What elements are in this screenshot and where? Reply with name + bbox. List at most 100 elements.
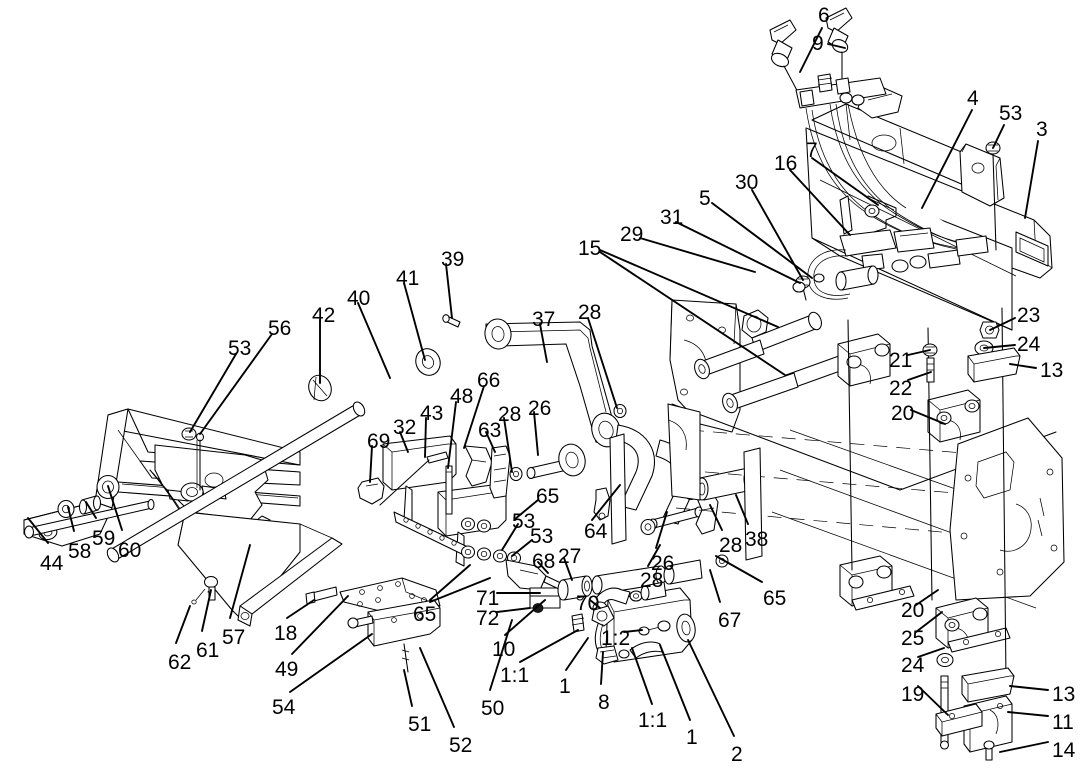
- leader-line-53: [501, 523, 519, 551]
- callout-28: 28: [498, 403, 522, 426]
- callout-66: 66: [477, 369, 501, 392]
- callout-21: 21: [889, 349, 913, 372]
- center-parts-cluster: [357, 435, 757, 613]
- callout-20: 20: [891, 402, 915, 425]
- callout-4: 4: [967, 87, 979, 110]
- leader-line-11: [1007, 711, 1049, 717]
- callout-20: 20: [901, 599, 925, 622]
- leader-line-54: [289, 633, 373, 693]
- leader-line-15: [599, 249, 779, 328]
- callout-68: 68: [532, 550, 556, 573]
- leader-line-59: [85, 501, 97, 519]
- leader-line-60: [107, 485, 123, 531]
- leader-line-53: [992, 124, 1005, 149]
- leader-line-19: [917, 685, 949, 716]
- callout-49: 49: [275, 658, 299, 681]
- leader-line-22: [907, 371, 932, 381]
- leader-line-9: [827, 43, 846, 49]
- leader-line-32: [399, 431, 409, 453]
- callout-53: 53: [999, 102, 1023, 125]
- callout-44: 44: [40, 552, 64, 575]
- leader-line-26: [655, 511, 668, 549]
- callout-69: 69: [367, 430, 391, 453]
- leader-line-51: [403, 669, 413, 707]
- leader-line-5: [711, 202, 813, 279]
- leader-line-38: [735, 494, 749, 525]
- callout-25: 25: [901, 627, 925, 650]
- callout-1-1: 1:1: [500, 664, 530, 687]
- callout-63: 63: [478, 419, 502, 442]
- leader-line-7: [811, 157, 879, 206]
- callout-53: 53: [512, 510, 536, 533]
- leader-line-27: [563, 557, 573, 581]
- leader-line-43: [424, 417, 427, 458]
- leader-line-58: [67, 506, 75, 532]
- leader-line-65: [429, 577, 491, 603]
- leader-line-24: [983, 344, 1016, 349]
- callout-71: 71: [476, 587, 500, 610]
- leader-line-63: [485, 431, 496, 453]
- leader-line-70: [589, 599, 601, 609]
- leader-line-28: [647, 544, 661, 567]
- leader-line-16: [789, 169, 851, 236]
- left-arm-assembly: [23, 408, 343, 627]
- leader-line-68: [537, 561, 549, 574]
- leader-line-26: [533, 411, 539, 456]
- callout-43: 43: [420, 402, 444, 425]
- leader-line-72: [496, 607, 531, 613]
- leader-line-31: [675, 221, 801, 284]
- callout-65: 65: [536, 485, 560, 508]
- callout-13: 13: [1052, 683, 1076, 706]
- center-tube-assembly: [106, 314, 696, 563]
- leader-line-14: [999, 741, 1049, 753]
- leader-line-61: [201, 589, 212, 632]
- leader-line-62: [175, 605, 191, 644]
- callout-59: 59: [92, 527, 116, 550]
- callout-11: 11: [1052, 711, 1074, 734]
- leader-line-50: [489, 619, 513, 691]
- leader-line-65: [514, 499, 539, 520]
- leader-line-65: [429, 564, 471, 601]
- leader-line-15: [599, 251, 786, 376]
- leader-line-3: [1024, 140, 1039, 219]
- callout-51: 51: [408, 713, 432, 736]
- leader-line-1: [565, 637, 589, 671]
- callout-2: 2: [731, 743, 743, 766]
- callout-8: 8: [598, 691, 610, 714]
- leader-line-28: [587, 317, 618, 409]
- callout-32: 32: [393, 416, 417, 439]
- callout-26: 26: [528, 397, 552, 420]
- callout-24: 24: [1017, 333, 1041, 356]
- callout-14: 14: [1052, 739, 1076, 762]
- leader-line-49: [291, 595, 349, 655]
- leader-line-64: [591, 484, 621, 521]
- callout-53: 53: [228, 337, 252, 360]
- leader-line-13: [1009, 363, 1037, 369]
- callout-1-2: 1:2: [601, 627, 631, 650]
- callout-23: 23: [1017, 304, 1041, 327]
- callout-1: 1: [559, 675, 571, 698]
- callout-64: 64: [584, 520, 608, 543]
- callout-9: 9: [812, 32, 824, 55]
- hydraulic-assembly: [741, 7, 989, 339]
- callout-26: 26: [651, 552, 675, 575]
- leader-line-6: [799, 27, 823, 73]
- callout-7: 7: [806, 139, 818, 162]
- callout-27: 27: [558, 545, 582, 568]
- leader-line-13: [1009, 685, 1049, 691]
- callout-6: 6: [818, 4, 830, 27]
- callout-54: 54: [272, 696, 296, 719]
- callout-50: 50: [481, 697, 505, 720]
- callout-40: 40: [347, 287, 371, 310]
- leader-line-28: [709, 504, 723, 531]
- callout-58: 58: [68, 540, 92, 563]
- callout-65: 65: [413, 603, 437, 626]
- leader-line-24: [917, 647, 945, 658]
- callout-48: 48: [450, 385, 474, 408]
- callout-24: 24: [901, 654, 925, 677]
- callout-13: 13: [1040, 359, 1064, 382]
- callout-67: 67: [718, 609, 742, 632]
- leader-line-1-1: [519, 629, 579, 663]
